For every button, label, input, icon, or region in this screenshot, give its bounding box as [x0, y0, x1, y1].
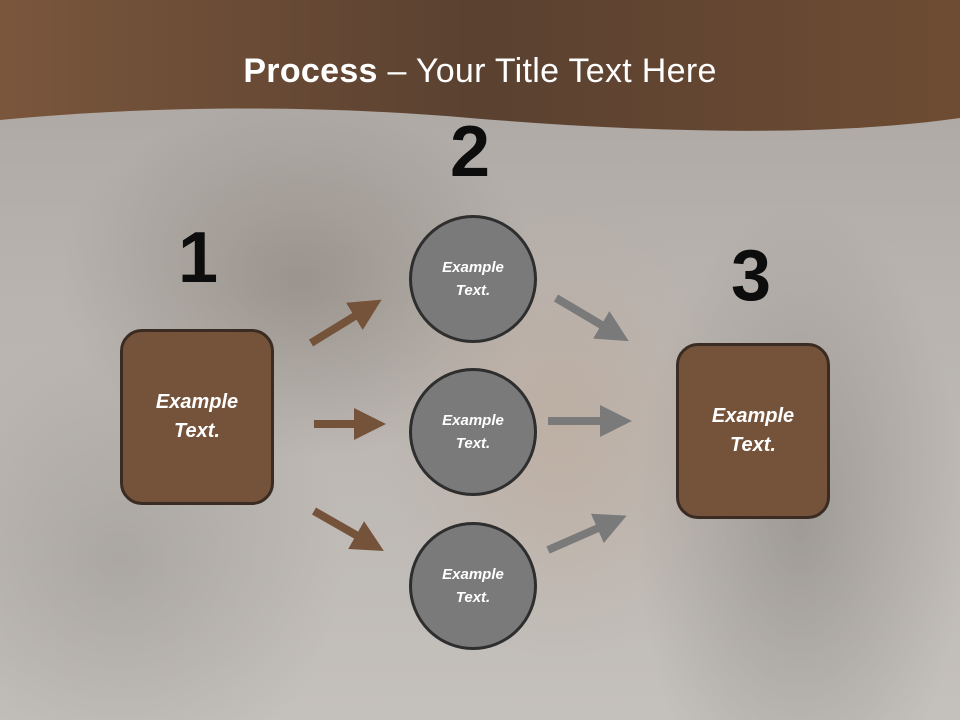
step-1-box[interactable]: Example Text. [120, 329, 274, 505]
circle-bottom-text: Example Text. [442, 566, 504, 606]
title-bold: Process [243, 52, 378, 90]
step-number-2: 2 [450, 112, 491, 192]
step-1-text: Example Text. [155, 391, 239, 442]
step-2-circle-top[interactable]: Example Text. [409, 215, 537, 343]
step-2-circle-middle[interactable]: Example Text. [409, 368, 537, 496]
title-banner [0, 0, 960, 131]
circle-top-text: Example Text. [442, 259, 504, 299]
step-number-3: 3 [731, 236, 772, 316]
arrow-top-to-right [553, 294, 629, 342]
step-3-text: Example Text. [711, 405, 795, 456]
step-number-1: 1 [178, 218, 219, 298]
step-2-circle-bottom[interactable]: Example Text. [409, 522, 537, 650]
slide-title: Process – Your Title Text Here [0, 52, 960, 91]
arrow-left-to-bottom [312, 507, 384, 551]
arrow-left-to-top [308, 299, 382, 347]
arrow-bottom-to-right [546, 513, 627, 554]
circle-middle-text: Example Text. [442, 412, 504, 452]
step-3-box[interactable]: Example Text. [676, 343, 830, 519]
title-rest: – Your Title Text Here [377, 52, 717, 90]
